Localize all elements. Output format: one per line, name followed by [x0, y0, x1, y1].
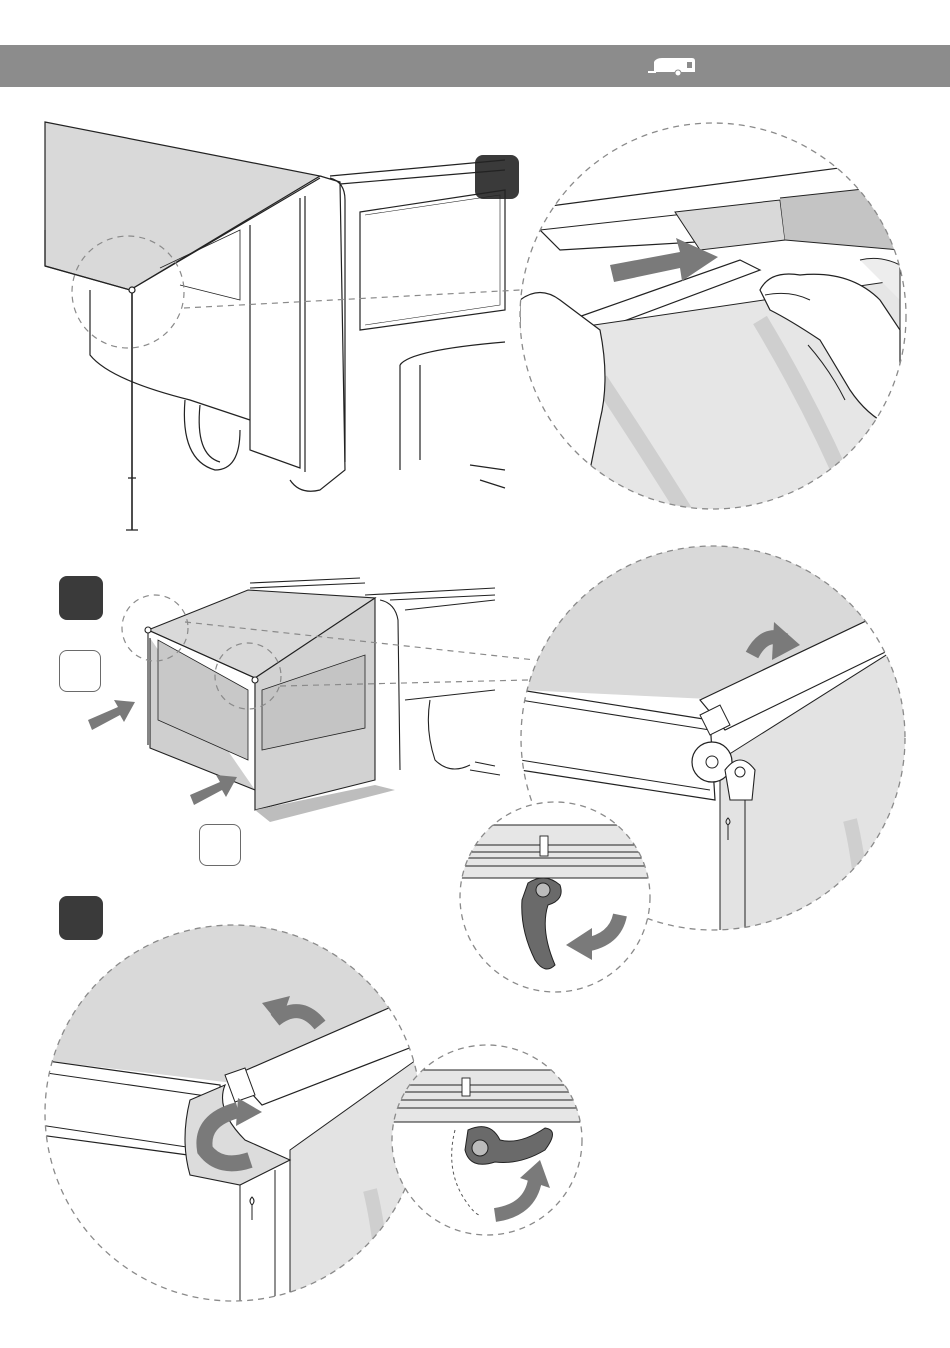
arrow-right-wall [190, 775, 237, 805]
arrow-left-wall [88, 700, 135, 730]
zoom-detail-lever-2 [390, 1040, 590, 1240]
zoom-detail-hands [515, 120, 915, 520]
awning-sidewalls-illustration [145, 578, 500, 822]
caravan-awning-illustration [45, 122, 505, 530]
